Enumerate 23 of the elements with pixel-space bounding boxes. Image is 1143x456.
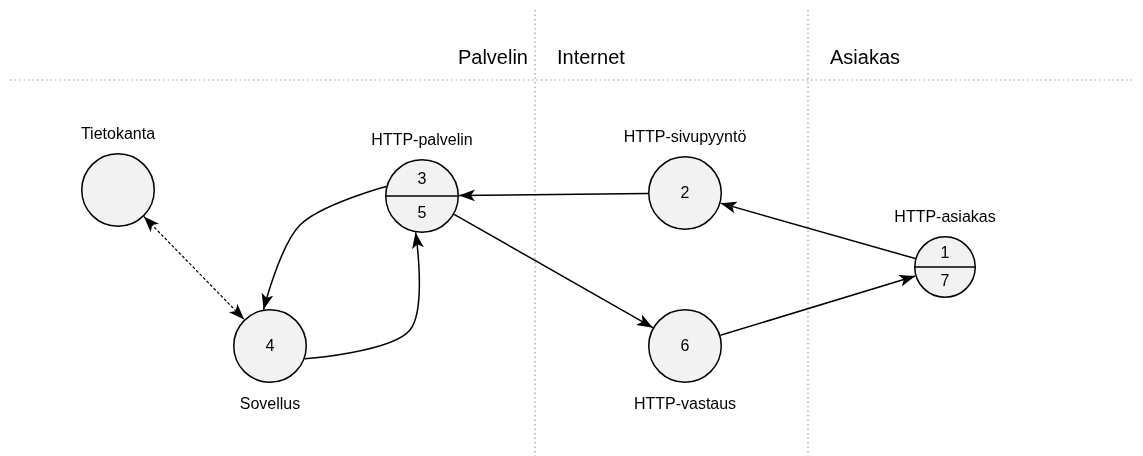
column-heading: Palvelin: [457, 46, 528, 69]
arrow: [304, 231, 424, 360]
node-caption: HTTP-vastaus: [633, 395, 737, 413]
node-caption: HTTP-sivupyyntö: [623, 128, 747, 146]
node-caption: Tietokanta: [80, 125, 156, 143]
column-heading: Internet: [557, 46, 625, 69]
node-caption: HTTP-asiakas: [894, 208, 996, 226]
arrow: [719, 274, 917, 336]
arrow: [458, 189, 649, 202]
step-number: 1: [940, 244, 950, 263]
step-number: 4: [265, 337, 275, 355]
arrow: [719, 201, 916, 260]
node-caption: Sovellus: [239, 395, 301, 413]
arrow: [261, 185, 387, 311]
step-number: 7: [940, 271, 950, 290]
step-number: 6: [680, 337, 690, 355]
step-number: 2: [680, 184, 690, 202]
step-number: 3: [417, 170, 427, 189]
column-heading: Asiakas: [830, 46, 901, 69]
step-number: 5: [417, 203, 427, 222]
node-caption: HTTP-palvelin: [371, 131, 473, 149]
arrow: [143, 215, 245, 321]
arrow: [453, 213, 654, 329]
